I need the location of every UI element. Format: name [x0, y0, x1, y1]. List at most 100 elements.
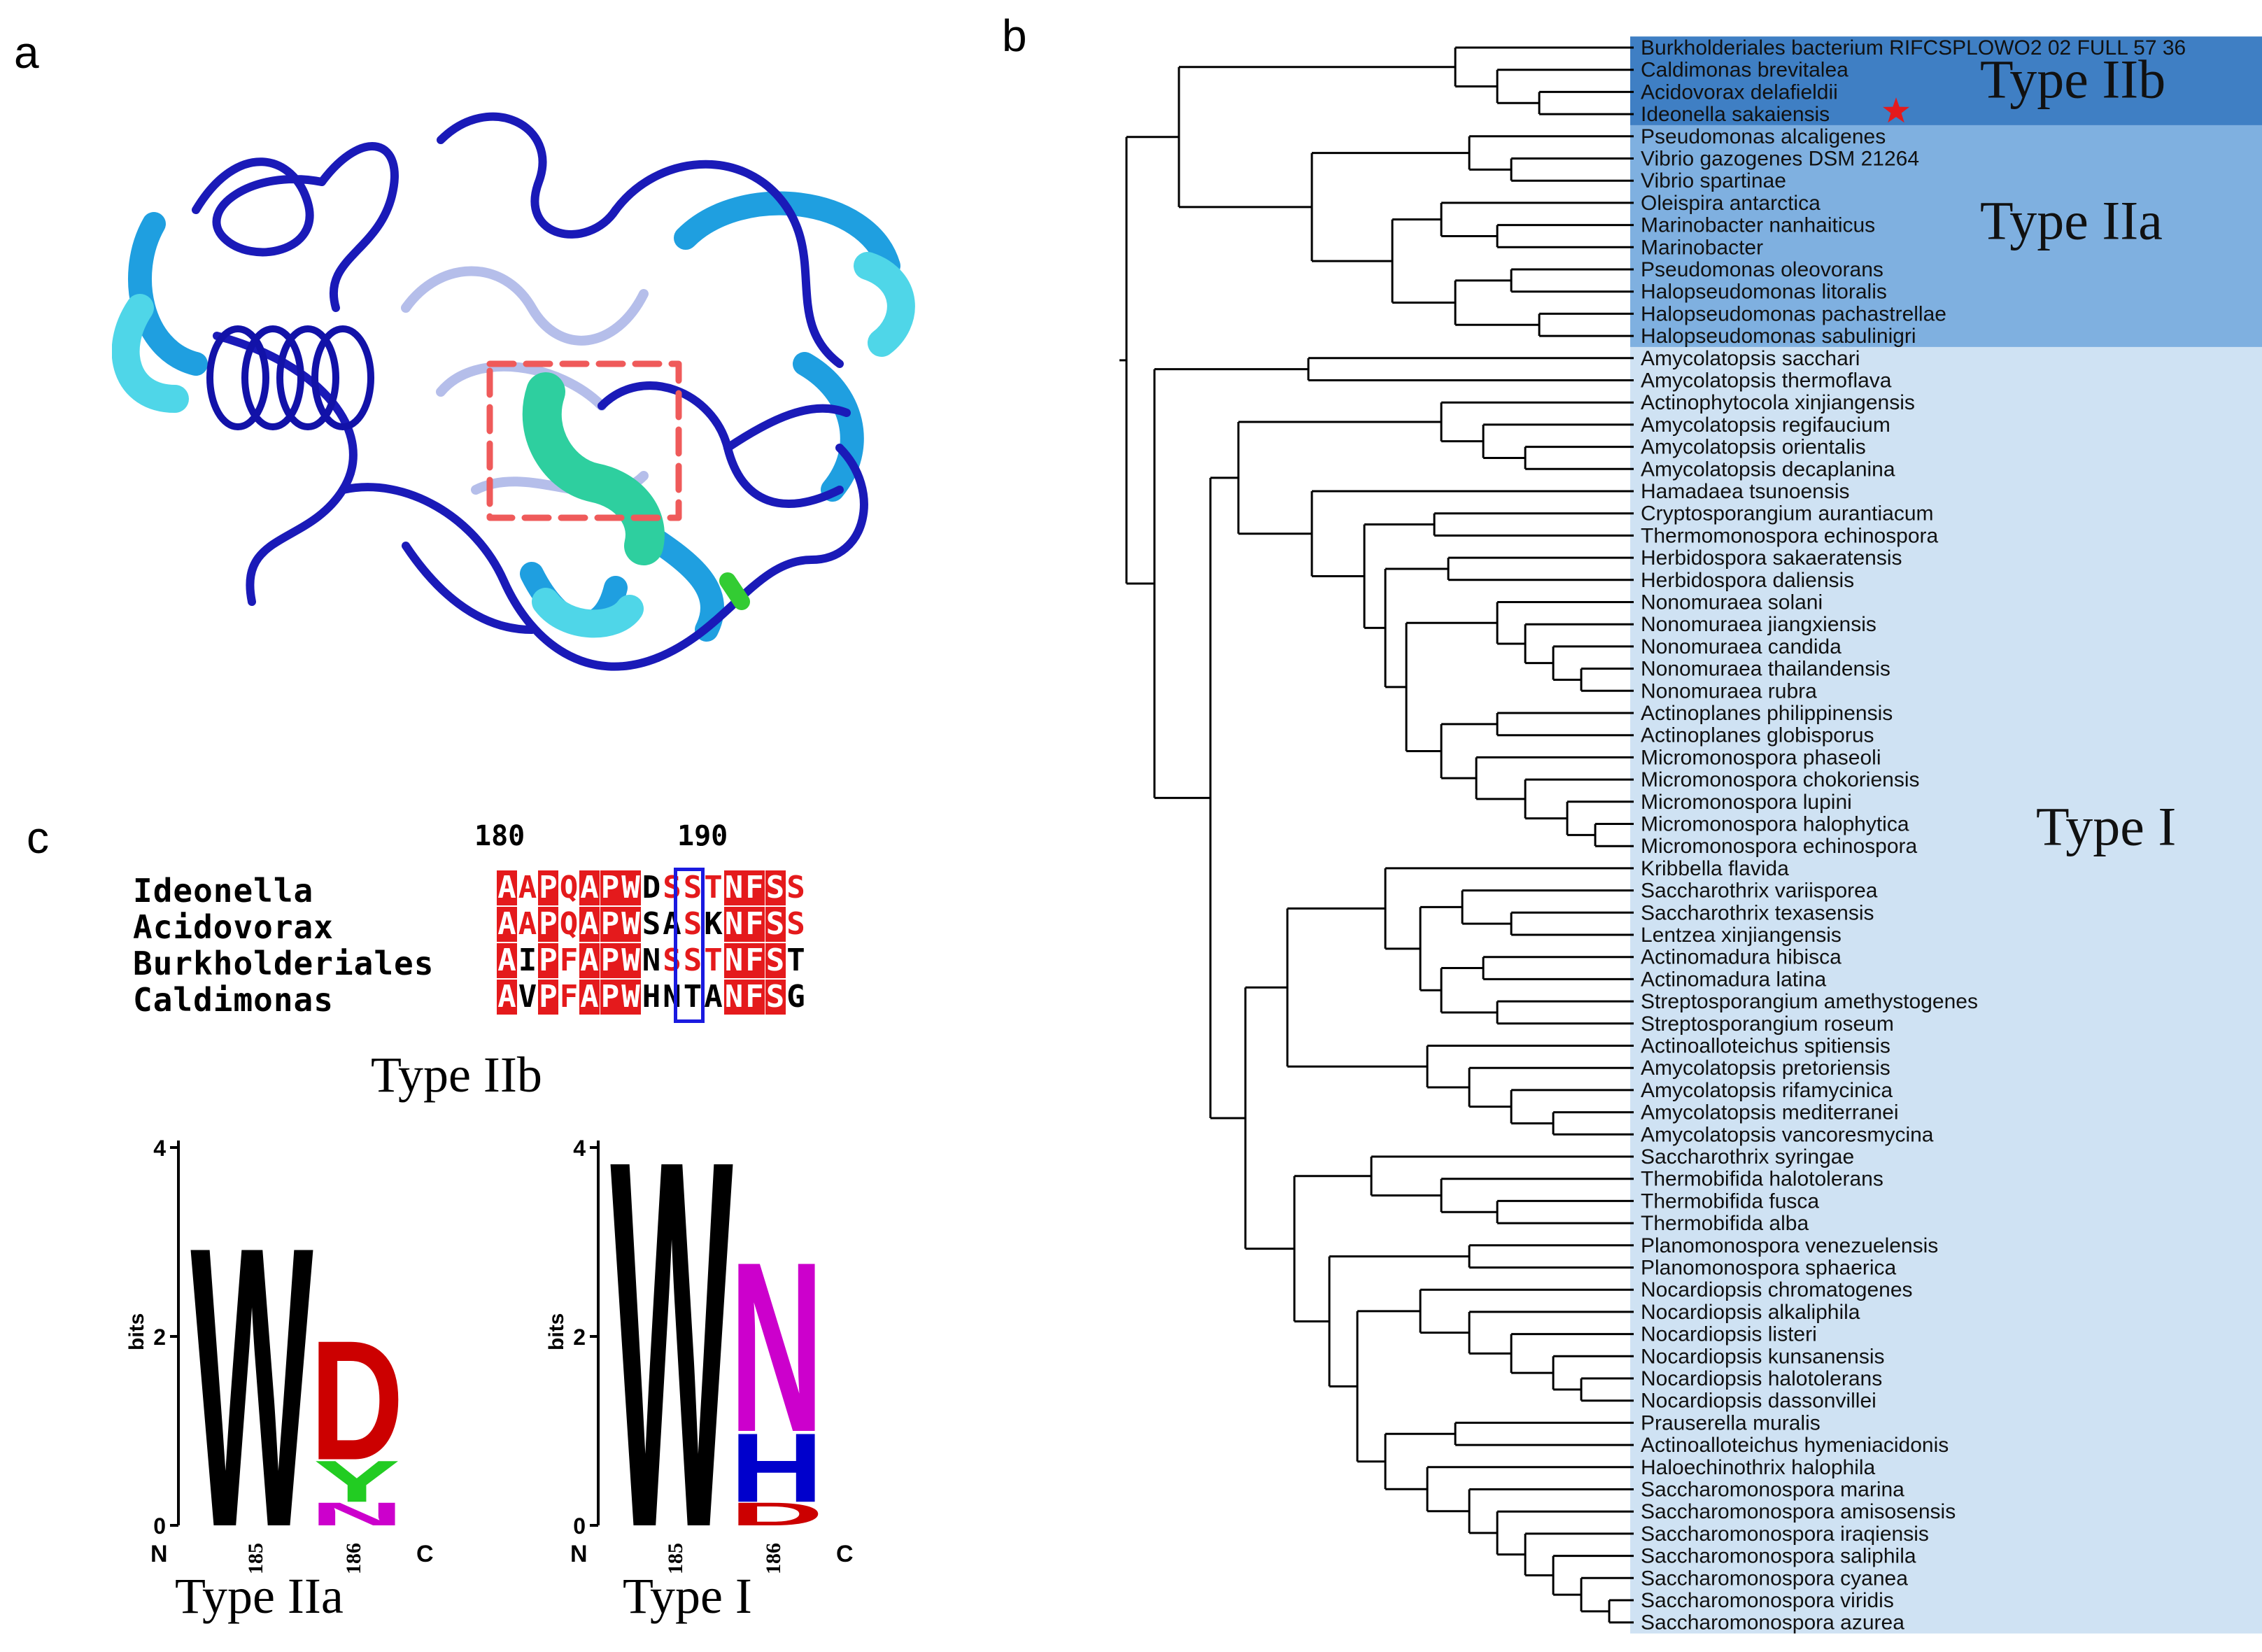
taxon-label: Nonomuraea candida	[1641, 635, 1842, 658]
logo-x-tick-label: C	[416, 1541, 434, 1567]
alignment-residue: A	[518, 870, 537, 905]
logo-letter: D	[730, 1495, 823, 1532]
taxon-label: Amycolatopsis rifamycinica	[1641, 1079, 1893, 1102]
alignment-residue: A	[497, 979, 517, 1015]
taxon-label: Vibrio spartinae	[1641, 169, 1786, 192]
svg-text:H: H	[730, 1413, 823, 1523]
taxon-label: Actinomadura hibisca	[1641, 946, 1842, 969]
alignment-residue: Q	[559, 906, 579, 942]
taxon-label: Amycolatopsis regifaucium	[1641, 414, 1890, 437]
alignment-residue: P	[600, 943, 621, 978]
clade-band	[1630, 346, 2262, 1634]
taxon-label: Nonomuraea solani	[1641, 591, 1823, 614]
logo-y-axis-label: bits	[545, 1313, 568, 1350]
sequence-alignment: 180 190 Ideonella Acidovorax Burkholderi…	[133, 820, 903, 1036]
taxon-label: Saccharomonospora marina	[1641, 1478, 1904, 1502]
logo-x-tick-label: N	[570, 1541, 588, 1567]
logo-y-axis-label: bits	[125, 1313, 148, 1350]
logo-letter: W	[610, 1050, 734, 1637]
taxon-label: Marinobacter nanhaiticus	[1641, 214, 1875, 237]
alignment-residue: W	[621, 979, 641, 1015]
taxon-label: Nocardiopsis alkaliphila	[1641, 1301, 1860, 1324]
seq-name-acidovorax: Acidovorax	[133, 908, 334, 946]
alignment-residue: N	[723, 906, 744, 942]
taxon-label: Nocardiopsis chromatogenes	[1641, 1278, 1913, 1301]
alignment-residue: A	[579, 979, 600, 1015]
alignment-residue: S	[765, 979, 786, 1015]
taxon-label: Amycolatopsis pretoriensis	[1641, 1057, 1890, 1080]
logo-x-tick-label: 185	[664, 1543, 687, 1574]
logo-x-tick-label: 186	[342, 1543, 365, 1574]
protein-structure-illustration	[111, 98, 966, 714]
alignment-residue: A	[497, 943, 517, 978]
alignment-residue: P	[538, 943, 558, 978]
logo-x-tick-label: 186	[762, 1543, 785, 1574]
taxon-label: Saccharomonospora saliphila	[1641, 1545, 1916, 1568]
taxon-label: Micromonospora echinospora	[1641, 835, 1918, 858]
alignment-residue: T	[704, 943, 723, 978]
taxon-label: Saccharothrix texasensis	[1641, 901, 1874, 924]
taxon-label: Micromonospora phaseoli	[1641, 746, 1881, 769]
clade-label: Type IIa	[1980, 190, 2163, 251]
taxon-label: Saccharomonospora azurea	[1641, 1611, 1904, 1635]
alignment-residue: I	[518, 943, 537, 978]
taxon-label: Actinoalloteichus hymeniacidonis	[1641, 1434, 1949, 1457]
taxon-label: Cryptosporangium aurantiacum	[1641, 502, 1934, 525]
taxon-label: Amycolatopsis decaplanina	[1641, 458, 1895, 481]
svg-text:W: W	[190, 1164, 314, 1611]
alignment-residue: K	[704, 906, 723, 942]
logo-y-tick-label: 4	[153, 1136, 166, 1161]
svg-text:D: D	[730, 1495, 823, 1532]
alignment-highlight-box	[674, 868, 705, 1023]
alignment-residue: A	[579, 906, 600, 942]
alignment-tick-180: 180	[474, 820, 525, 852]
alignment-residue: N	[723, 870, 744, 905]
logo-y-tick-label: 0	[153, 1513, 166, 1539]
alignment-residue: A	[579, 870, 600, 905]
alignment-residue: S	[683, 870, 702, 905]
logo-letter: Y	[313, 1448, 400, 1515]
taxon-label: Streptosporangium roseum	[1641, 1012, 1894, 1036]
taxon-label: Nocardiopsis dassonvillei	[1641, 1390, 1876, 1413]
logo-letter: N	[310, 1495, 404, 1532]
logo-letter: N	[730, 1211, 823, 1483]
taxon-label: Hamadaea tsunoensis	[1641, 480, 1850, 503]
alignment-residue: H	[642, 979, 661, 1015]
alignment-residue: Q	[559, 870, 579, 905]
taxon-label: Saccharothrix syringae	[1641, 1145, 1854, 1169]
taxon-label: Oleispira antarctica	[1641, 192, 1821, 215]
highlight-star-icon	[1883, 97, 1909, 123]
taxon-label: Amycolatopsis thermoflava	[1641, 369, 1892, 393]
alignment-residue: F	[744, 979, 765, 1015]
taxon-label: Haloechinothrix halophila	[1641, 1456, 1876, 1479]
taxon-label: Micromonospora lupini	[1641, 791, 1852, 814]
taxon-label: Thermobifida alba	[1641, 1212, 1809, 1235]
alignment-residue: T	[683, 979, 702, 1015]
alignment-residue: P	[538, 870, 558, 905]
alignment-residue: T	[704, 870, 723, 905]
taxon-label: Kribbella flavida	[1641, 857, 1789, 880]
taxon-label: Actinomadura latina	[1641, 968, 1826, 991]
svg-text:D: D	[310, 1305, 404, 1495]
svg-text:W: W	[610, 1050, 734, 1637]
alignment-residue: F	[744, 870, 765, 905]
alignment-residue: A	[704, 979, 723, 1015]
alignment-residue: A	[497, 906, 517, 942]
logo-y-tick-label: 2	[153, 1325, 166, 1350]
panel-a-label: a	[14, 27, 39, 78]
alignment-residue: F	[744, 906, 765, 942]
logo-x-tick-label: N	[150, 1541, 168, 1567]
alignment-residue: T	[786, 943, 805, 978]
alignment-caption: Type IIb	[371, 1047, 542, 1103]
taxon-label: Planomonospora venezuelensis	[1641, 1234, 1938, 1257]
taxon-label: Herbidospora sakaeratensis	[1641, 546, 1902, 570]
alignment-residue: G	[786, 979, 805, 1015]
taxon-label: Saccharomonospora viridis	[1641, 1589, 1894, 1612]
clade-band	[1630, 125, 2262, 347]
taxon-label: Actinophytocola xinjiangensis	[1641, 391, 1915, 414]
taxon-label: Amycolatopsis orientalis	[1641, 436, 1866, 459]
logo-caption: Type I	[623, 1568, 752, 1624]
